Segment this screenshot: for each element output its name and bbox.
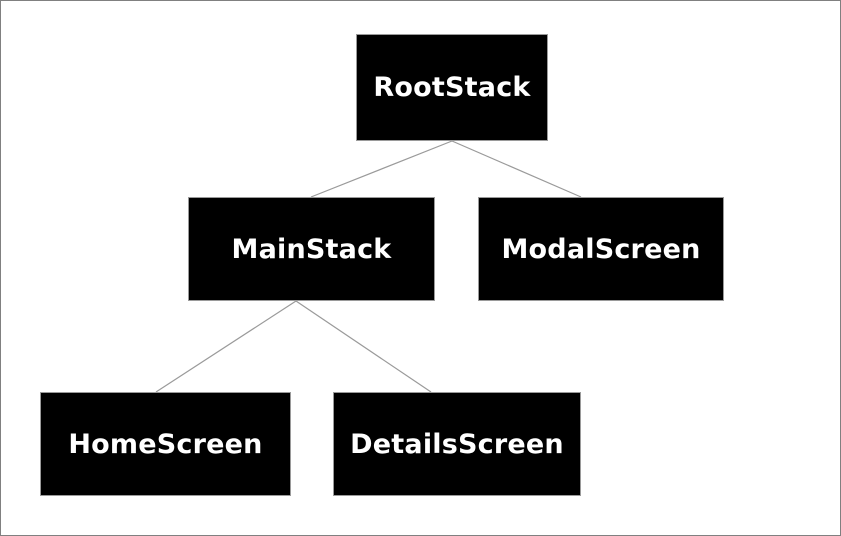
node-homescreen[interactable]: HomeScreen: [40, 392, 291, 496]
node-mainstack-label: MainStack: [231, 233, 392, 265]
node-rootstack[interactable]: RootStack: [356, 34, 548, 141]
edge-rootstack-to-mainstack: [310, 140, 453, 198]
node-detailsscreen[interactable]: DetailsScreen: [333, 392, 581, 496]
edge-mainstack-to-detailsscreen: [295, 300, 432, 393]
node-homescreen-label: HomeScreen: [68, 428, 263, 460]
node-mainstack[interactable]: MainStack: [188, 197, 435, 301]
node-modalscreen-label: ModalScreen: [501, 233, 701, 265]
node-detailsscreen-label: DetailsScreen: [350, 428, 564, 460]
node-rootstack-label: RootStack: [373, 72, 531, 103]
node-modalscreen[interactable]: ModalScreen: [478, 197, 724, 301]
edge-mainstack-to-homescreen: [155, 300, 297, 393]
edge-rootstack-to-modalscreen: [451, 140, 582, 198]
